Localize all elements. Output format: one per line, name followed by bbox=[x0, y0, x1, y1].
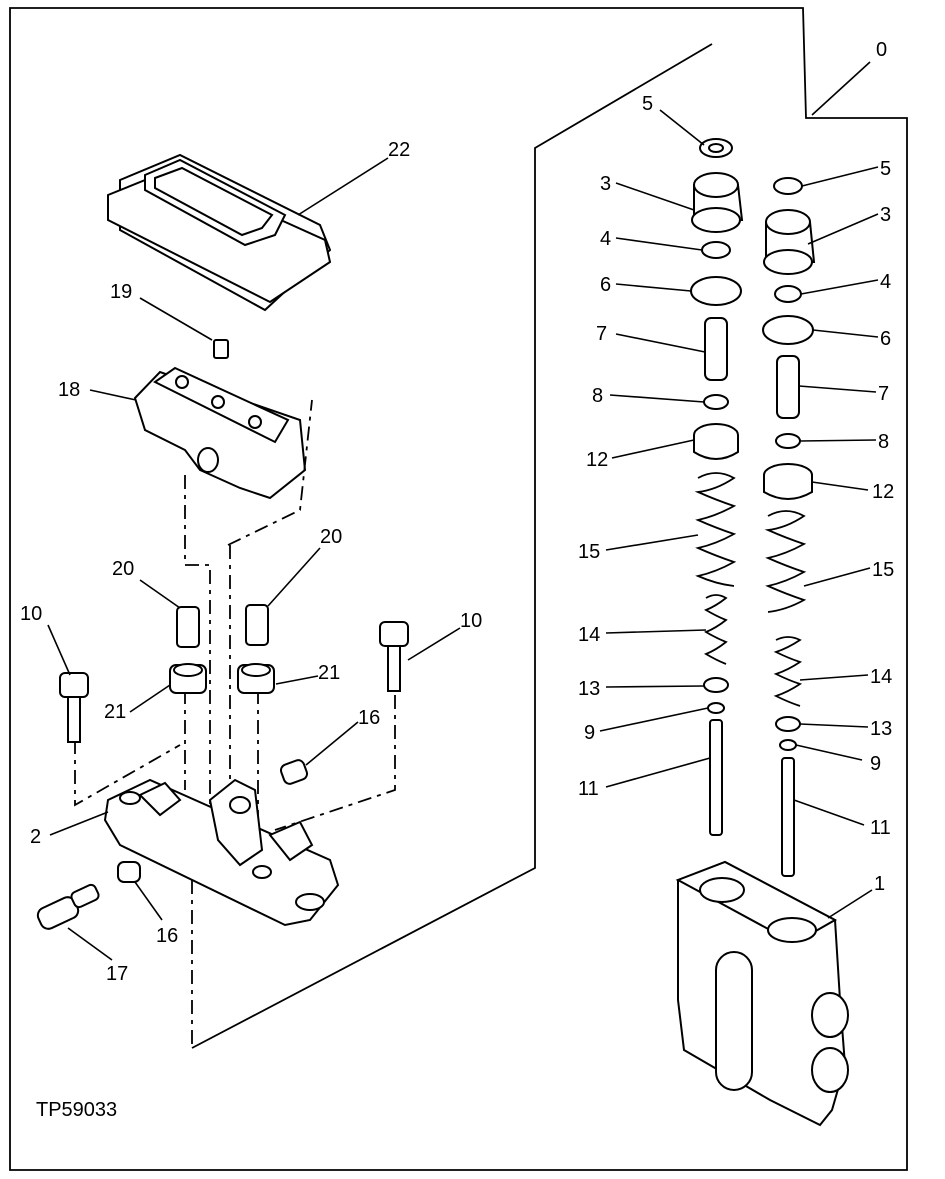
base-plate bbox=[103, 778, 340, 927]
spool-11a bbox=[709, 719, 723, 836]
callout-18: 18 bbox=[58, 379, 80, 401]
bushing-lower bbox=[117, 861, 141, 883]
group-boundary bbox=[191, 43, 713, 1049]
alignment-line bbox=[227, 399, 313, 546]
callout-1: 1 bbox=[874, 873, 885, 895]
rubber-boot bbox=[107, 153, 332, 312]
callout-14-right: 14 bbox=[870, 666, 892, 688]
pivot-pin bbox=[36, 883, 100, 930]
callout-16-lower: 16 bbox=[156, 925, 178, 947]
spring-15a bbox=[694, 472, 737, 587]
o-ring-6b bbox=[762, 315, 814, 345]
callout-7-left: 7 bbox=[596, 323, 607, 345]
lever-bracket bbox=[133, 366, 307, 500]
cap-screw-left bbox=[59, 672, 89, 743]
nut-right bbox=[237, 663, 275, 694]
ring-9a bbox=[707, 702, 725, 714]
plunger-7b bbox=[776, 355, 800, 419]
figure-id: TP59033 bbox=[36, 1099, 117, 1121]
valve-stack-left bbox=[690, 138, 744, 836]
set-screw bbox=[213, 339, 229, 359]
callout-6-right: 6 bbox=[880, 328, 891, 350]
callout-14-left: 14 bbox=[578, 624, 600, 646]
callout-10-right: 10 bbox=[460, 610, 482, 632]
seat-13a bbox=[703, 677, 729, 693]
callout-16-upper: 16 bbox=[358, 707, 380, 729]
cap-screw-right bbox=[379, 621, 409, 692]
callout-22: 22 bbox=[388, 139, 410, 161]
washer-4a bbox=[701, 241, 731, 259]
seat-13b bbox=[775, 716, 801, 732]
callout-3-right: 3 bbox=[880, 204, 891, 226]
callout-19: 19 bbox=[110, 281, 132, 303]
callout-12-right: 12 bbox=[872, 481, 894, 503]
callout-8-left: 8 bbox=[592, 385, 603, 407]
callout-9-left: 9 bbox=[584, 722, 595, 744]
callout-10-left: 10 bbox=[20, 603, 42, 625]
callout-6-left: 6 bbox=[600, 274, 611, 296]
nut-left bbox=[169, 663, 207, 694]
valve-housing bbox=[675, 860, 849, 1127]
callout-12-left: 12 bbox=[586, 449, 608, 471]
ring-9b bbox=[779, 739, 797, 751]
callout-17: 17 bbox=[106, 963, 128, 985]
callout-21-right: 21 bbox=[318, 662, 340, 684]
callout-13-right: 13 bbox=[870, 718, 892, 740]
plug-left bbox=[176, 606, 200, 648]
callout-9-right: 9 bbox=[870, 753, 881, 775]
callout-0: 0 bbox=[876, 39, 887, 61]
washer-4b bbox=[774, 285, 802, 303]
callout-21-left: 21 bbox=[104, 701, 126, 723]
diagram-border bbox=[9, 7, 908, 1171]
callout-11-right: 11 bbox=[870, 817, 891, 839]
callout-4-left: 4 bbox=[600, 228, 611, 250]
callout-15-left: 15 bbox=[578, 541, 600, 563]
o-ring-6a bbox=[690, 276, 742, 306]
callout-15-right: 15 bbox=[872, 559, 894, 581]
spring-14a bbox=[703, 594, 728, 665]
callout-8-right: 8 bbox=[878, 431, 889, 453]
bushing-upper bbox=[279, 759, 309, 785]
alignment-line bbox=[274, 695, 396, 831]
seal-5b bbox=[773, 177, 803, 195]
spool-11b bbox=[781, 757, 795, 877]
valve-stack-right bbox=[762, 177, 816, 877]
alignment-line bbox=[74, 740, 181, 807]
callout-11-left: 11 bbox=[578, 778, 599, 800]
alignment-line bbox=[184, 475, 211, 820]
plug-right bbox=[245, 604, 269, 646]
retainer-8a bbox=[703, 394, 729, 410]
callout-20-left: 20 bbox=[112, 558, 134, 580]
spring-14b bbox=[773, 636, 803, 707]
plunger-7a bbox=[704, 317, 728, 381]
callout-7-right: 7 bbox=[878, 383, 889, 405]
spring-15b bbox=[764, 510, 807, 613]
callout-4-right: 4 bbox=[880, 271, 891, 293]
callout-3-left: 3 bbox=[600, 173, 611, 195]
leader-lines bbox=[47, 61, 879, 961]
retainer-8b bbox=[775, 433, 801, 449]
callout-5-left: 5 bbox=[642, 93, 653, 115]
callout-13-left: 13 bbox=[578, 678, 600, 700]
callout-labels: 0 22 19 18 20 20 10 10 21 21 16 2 16 17 … bbox=[20, 39, 894, 985]
callout-5-right: 5 bbox=[880, 158, 891, 180]
callout-20-right: 20 bbox=[320, 526, 342, 548]
callout-2: 2 bbox=[30, 826, 41, 848]
